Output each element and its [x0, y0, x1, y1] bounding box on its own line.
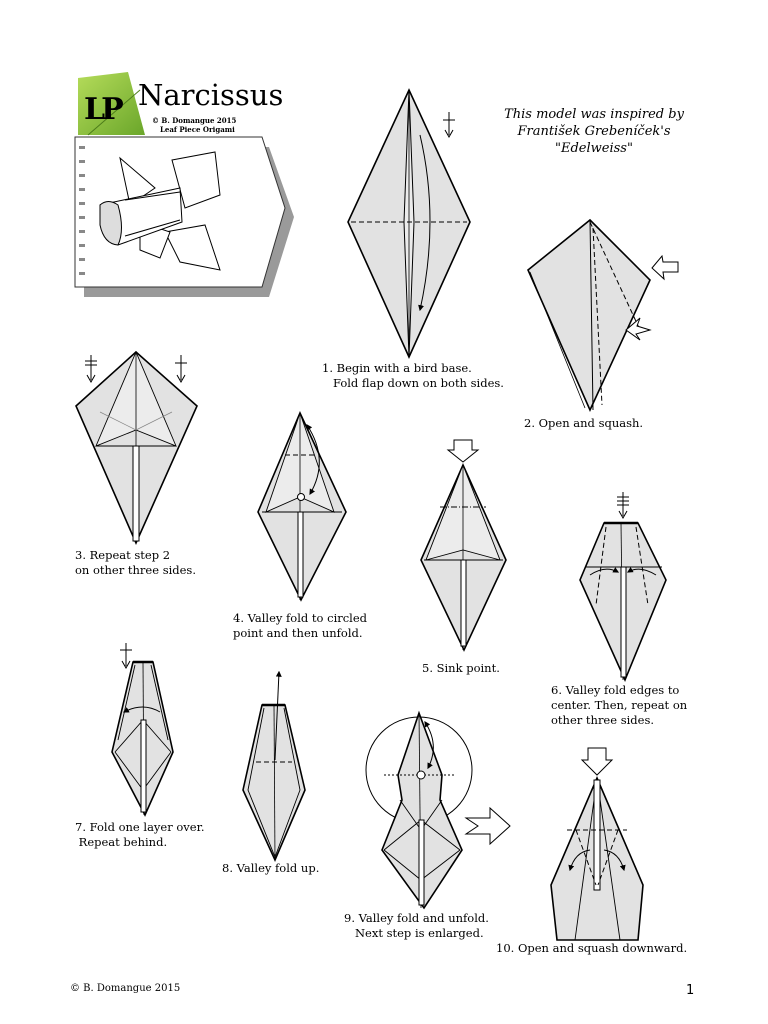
step-7-caption: 7. Fold one layer over. Repeat behind. — [75, 820, 205, 850]
repeat-behind-symbol-7 — [120, 643, 132, 670]
caption-line: 2. Open and squash. — [524, 416, 644, 430]
spiral-binding — [79, 146, 85, 275]
step-1-caption: 1. Begin with a bird base. Fold flap dow… — [322, 361, 504, 391]
logo-text: LP — [84, 92, 124, 127]
caption-line: on other three sides. — [75, 563, 196, 577]
repeat-symbol-6 — [617, 492, 629, 520]
caption-line: 8. Valley fold up. — [222, 861, 320, 875]
step-4-diagram — [257, 411, 347, 602]
caption-line: 7. Fold one layer over. — [75, 820, 205, 834]
caption-line: 10. Open and squash downward. — [496, 941, 688, 955]
page-number: 1 — [686, 983, 695, 998]
step-9-caption: 9. Valley fold and unfold. Next step is … — [344, 911, 489, 941]
inspiration-line-1: This model was inspired by — [504, 107, 684, 122]
preview-card — [74, 136, 294, 297]
step-10-caption: 10. Open and squash downward. — [496, 941, 687, 956]
step-5-diagram — [420, 439, 507, 652]
step-5-caption: 5. Sink point. — [422, 661, 500, 676]
narcissus-sketch — [99, 151, 221, 271]
inspiration-note: This model was inspired by František Gre… — [480, 106, 708, 157]
credit-line-1: © B. Domangue 2015 — [152, 116, 237, 125]
credit-line-2: Leaf Piece Origami — [160, 125, 235, 134]
step-8-caption: 8. Valley fold up. — [222, 861, 319, 876]
enlarge-arrow — [464, 806, 511, 846]
caption-line: Repeat behind. — [75, 835, 168, 849]
step-6-diagram — [579, 492, 667, 683]
inspiration-line-3: "Edelweiss" — [555, 141, 633, 156]
step-1-diagram — [347, 88, 471, 359]
footer-copyright: © B. Domangue 2015 — [70, 983, 181, 994]
inspiration-line-2: František Grebeníček's — [517, 124, 671, 139]
step-10-diagram — [550, 747, 644, 941]
caption-line: other three sides. — [551, 713, 655, 727]
step-7-diagram — [111, 643, 174, 817]
caption-line: center. Then, repeat on — [551, 698, 688, 712]
page-title: Narcissus — [138, 78, 284, 112]
squash-arrow — [625, 254, 679, 341]
caption-line: 1. Begin with a bird base. — [322, 361, 472, 375]
caption-line: 6. Valley fold edges to — [551, 683, 680, 697]
step-2-diagram — [527, 218, 679, 412]
caption-line: Fold flap down on both sides. — [322, 376, 504, 390]
step-9-diagram — [365, 710, 511, 910]
repeat-symbol-left — [85, 355, 97, 384]
leaf-piece-logo — [78, 72, 145, 136]
caption-line: 5. Sink point. — [422, 661, 500, 675]
step-3-diagram — [75, 350, 198, 545]
step-8-diagram — [242, 670, 306, 862]
caption-line: 9. Valley fold and unfold. — [344, 911, 489, 925]
repeat-behind-symbol — [443, 112, 455, 139]
step-2-caption: 2. Open and squash. — [524, 416, 643, 431]
caption-line: point and then unfold. — [233, 626, 363, 640]
caption-line: 3. Repeat step 2 — [75, 548, 171, 562]
caption-line: Next step is enlarged. — [344, 926, 484, 940]
caption-line: 4. Valley fold to circled — [233, 611, 368, 625]
repeat-symbol-right — [175, 355, 187, 384]
